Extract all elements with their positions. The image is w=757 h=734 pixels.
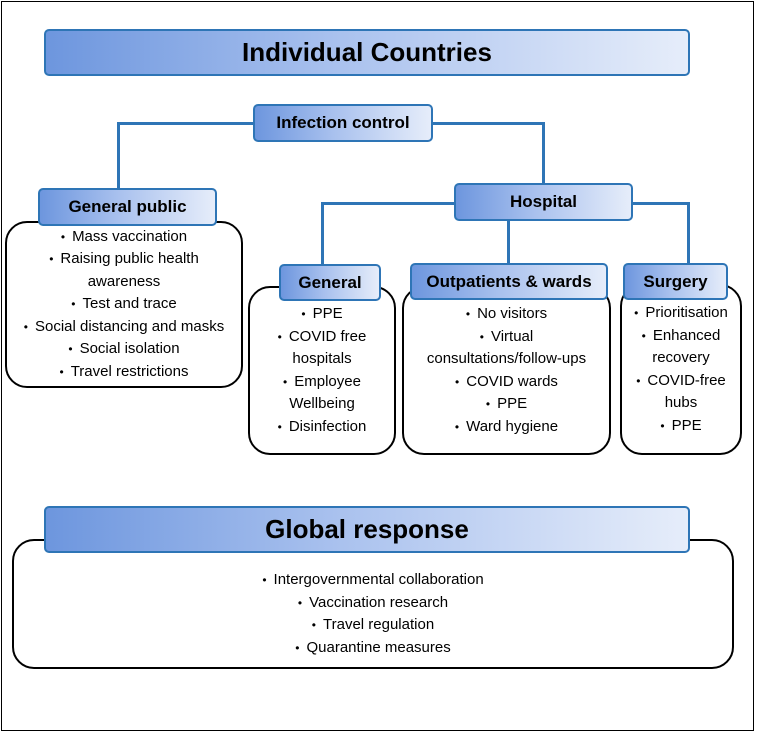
list-item: Prioritisation bbox=[634, 302, 728, 325]
list-item: Quarantine measures bbox=[262, 637, 483, 660]
list-item: awareness bbox=[87, 272, 161, 290]
node-general-public-label: General public bbox=[68, 197, 187, 216]
title-banner: Individual Countries bbox=[44, 29, 690, 76]
list-item: Test and trace bbox=[24, 293, 224, 316]
list-item: Disinfection bbox=[278, 416, 367, 439]
connector-hospital-left-down bbox=[321, 202, 324, 265]
list-item: Enhanced bbox=[634, 325, 728, 348]
connector-hospital-center-down bbox=[507, 220, 510, 265]
node-surgery: Surgery bbox=[623, 263, 728, 300]
global-response-list: Intergovernmental collaboration Vaccinat… bbox=[262, 569, 484, 660]
node-hospital: Hospital bbox=[454, 183, 633, 221]
outpatients-box: No visitors Virtual consultations/follow… bbox=[402, 286, 611, 455]
list-item: Raising public health bbox=[24, 248, 224, 271]
connector-hospital-right bbox=[632, 202, 690, 205]
list-item: Intergovernmental collaboration bbox=[262, 569, 484, 592]
global-response-box: Intergovernmental collaboration Vaccinat… bbox=[12, 539, 734, 669]
list-item: Vaccination research bbox=[262, 592, 483, 615]
connector-hospital-left bbox=[321, 202, 455, 205]
list-item: Employee bbox=[278, 371, 367, 394]
list-item: No visitors bbox=[427, 303, 586, 326]
connector-root-right-down bbox=[542, 122, 545, 185]
hospital-general-list: PPE COVID free hospitals Employee Wellbe… bbox=[278, 303, 367, 438]
outpatients-list: No visitors Virtual consultations/follow… bbox=[427, 303, 586, 438]
surgery-list: Prioritisation Enhanced recovery COVID-f… bbox=[634, 302, 728, 437]
connector-hospital-right-down bbox=[687, 202, 690, 264]
list-item: COVID wards bbox=[427, 371, 586, 394]
node-outpatients-wards-label: Outpatients & wards bbox=[426, 271, 592, 291]
surgery-box: Prioritisation Enhanced recovery COVID-f… bbox=[620, 284, 742, 455]
global-response-banner: Global response bbox=[44, 506, 690, 553]
list-item: Social distancing and masks bbox=[24, 316, 224, 339]
global-response-title: Global response bbox=[265, 514, 469, 544]
general-public-box: Mass vaccination Raising public health a… bbox=[5, 221, 243, 388]
list-item: PPE bbox=[278, 303, 367, 326]
general-public-list: Mass vaccination Raising public health a… bbox=[24, 226, 224, 384]
list-item: recovery bbox=[652, 349, 710, 366]
node-surgery-label: Surgery bbox=[643, 271, 708, 291]
list-item: Wellbeing bbox=[289, 395, 355, 412]
list-item: Social isolation bbox=[24, 338, 224, 361]
node-general-public: General public bbox=[38, 188, 217, 226]
node-general-label: General bbox=[298, 272, 362, 292]
list-item: Virtual bbox=[427, 326, 586, 349]
list-item: Travel regulation bbox=[262, 614, 483, 637]
connector-root-right bbox=[432, 122, 545, 125]
node-infection-control: Infection control bbox=[253, 104, 433, 142]
list-item: PPE bbox=[427, 393, 586, 416]
list-item: COVID free bbox=[278, 326, 367, 349]
list-item: Ward hygiene bbox=[427, 416, 586, 439]
list-item: consultations/follow-ups bbox=[426, 350, 587, 367]
hospital-general-box: PPE COVID free hospitals Employee Wellbe… bbox=[248, 286, 396, 455]
list-item: hubs bbox=[664, 394, 698, 411]
list-item: Travel restrictions bbox=[24, 361, 224, 384]
title-text: Individual Countries bbox=[242, 37, 492, 67]
node-infection-control-label: Infection control bbox=[276, 113, 410, 132]
list-item: hospitals bbox=[292, 350, 352, 367]
node-outpatients-wards: Outpatients & wards bbox=[410, 263, 608, 300]
connector-root-left bbox=[117, 122, 254, 125]
list-item: Mass vaccination bbox=[24, 226, 224, 249]
list-item: PPE bbox=[634, 415, 728, 438]
node-general: General bbox=[279, 264, 381, 301]
list-item: COVID-free bbox=[634, 370, 728, 393]
connector-root-left-down bbox=[117, 122, 120, 190]
node-hospital-label: Hospital bbox=[509, 192, 578, 211]
